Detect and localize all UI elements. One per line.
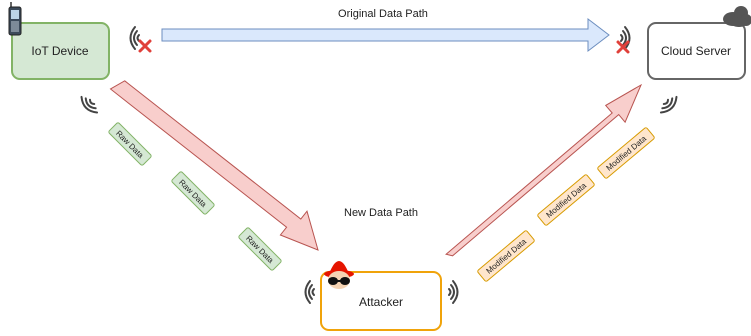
modified-data-label: Modified Data — [605, 134, 649, 173]
modified-data-packet: Modified Data — [597, 127, 655, 179]
wireless-signal-icon — [77, 93, 101, 117]
intercept-arrow — [109, 80, 319, 251]
cloud-server-node: Cloud Server — [647, 22, 746, 80]
cloud-icon — [723, 6, 751, 27]
raw-data-packet: Raw Data — [108, 122, 152, 166]
raw-data-packet: Raw Data — [238, 227, 282, 271]
raw-data-packet: Raw Data — [171, 171, 215, 215]
iot-device-label: IoT Device — [31, 44, 88, 58]
attacker-node: Attacker — [320, 271, 442, 331]
wireless-signal-icon — [657, 93, 681, 117]
wireless-signal-icon — [448, 280, 459, 304]
cloud-server-label: Cloud Server — [661, 44, 731, 58]
new-data-path-label: New Data Path — [344, 207, 418, 219]
iot-device-node: IoT Device — [11, 22, 110, 80]
modified-data-packet: Modified Data — [477, 230, 535, 282]
blocked-x-icon — [138, 39, 152, 53]
original-data-path-label: Original Data Path — [338, 8, 428, 20]
modified-data-label: Modified Data — [545, 181, 589, 220]
forward-arrow — [445, 83, 643, 257]
attacker-label: Attacker — [359, 295, 403, 309]
original-data-path-arrow — [161, 17, 610, 53]
hacker-icon — [324, 261, 354, 289]
modified-data-label: Modified Data — [485, 237, 529, 276]
mobile-phone-icon — [8, 2, 22, 36]
wireless-signal-icon — [304, 280, 315, 304]
wireless-signal-icon — [129, 26, 140, 50]
modified-data-packet: Modified Data — [537, 174, 595, 226]
